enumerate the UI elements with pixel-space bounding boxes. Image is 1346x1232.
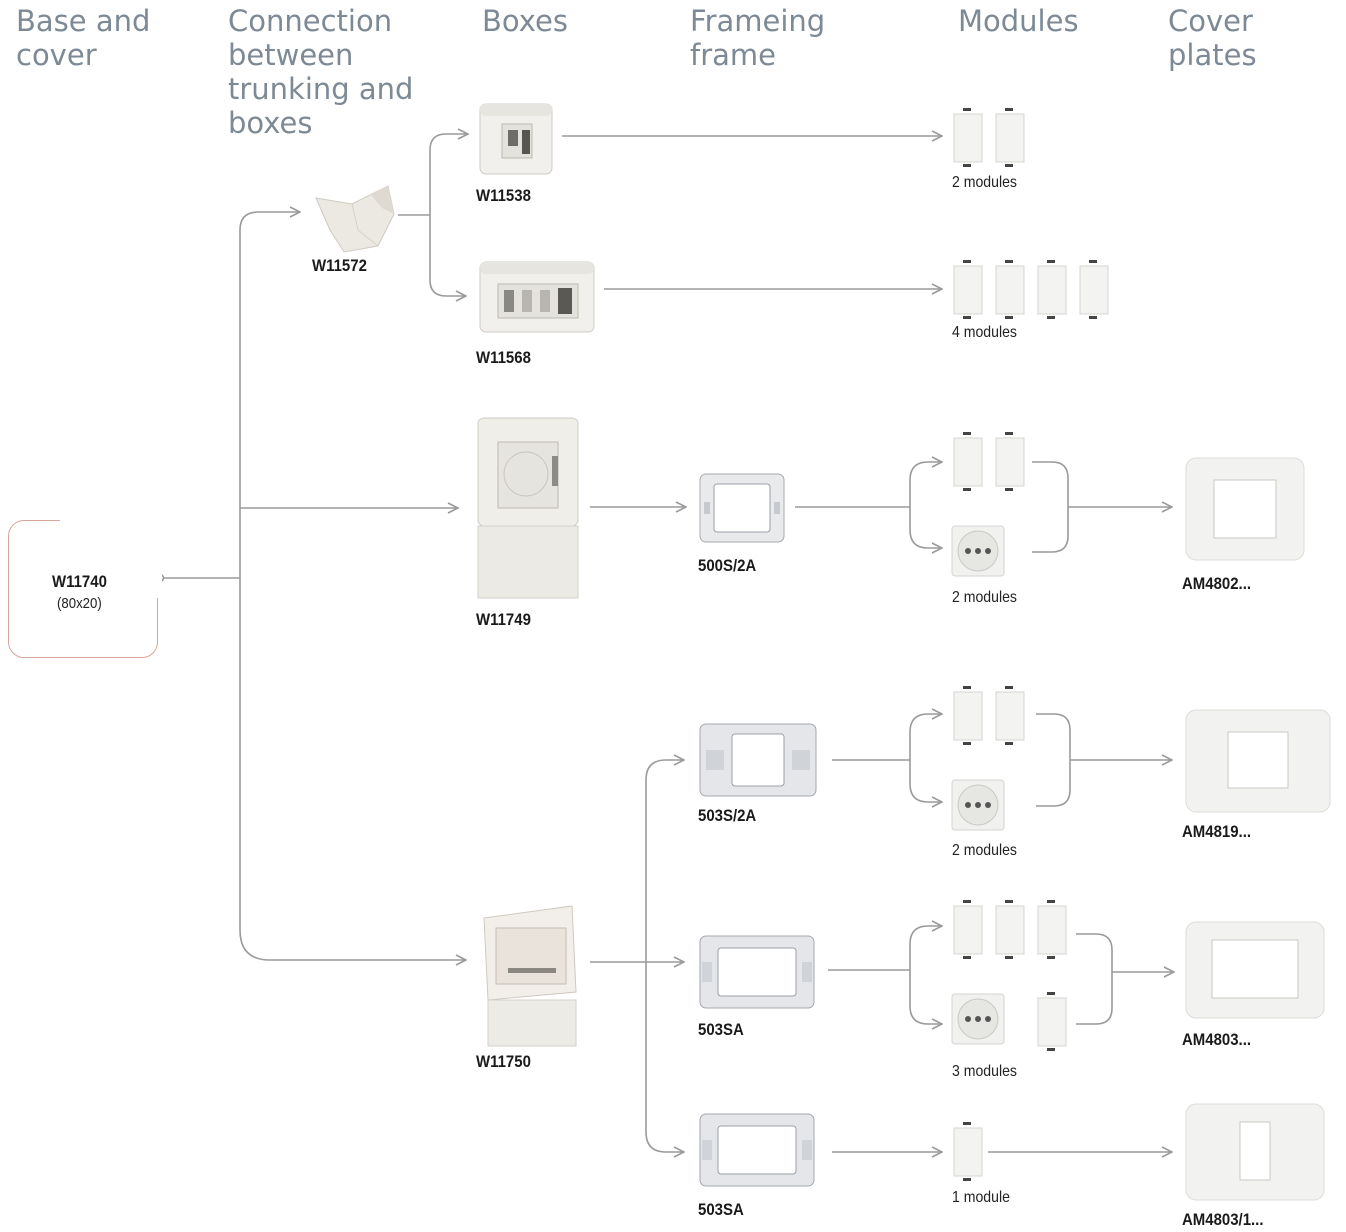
wire-to-w11572 <box>239 212 300 231</box>
wire-500s-bottom <box>909 480 942 548</box>
frame-503s2a-image <box>699 723 817 797</box>
w11538-box-image <box>479 103 553 175</box>
modules-label-5: 3 modules <box>952 1063 1017 1080</box>
wire-503s2a-top <box>909 714 942 733</box>
source-code: W11740 <box>52 572 107 591</box>
frame-500s2a-code: 500S/2A <box>698 556 757 575</box>
wire-to-w11538 <box>429 134 468 151</box>
frame-503s2a-code: 503S/2A <box>698 806 757 825</box>
plate-am4803-1-image <box>1185 1103 1325 1201</box>
modules-label-1: 2 modules <box>952 174 1017 191</box>
bracket-500s <box>1032 461 1069 553</box>
wire-503sa-bottom <box>909 944 942 1024</box>
w11572-code: W11572 <box>312 256 367 275</box>
w11538-code: W11538 <box>476 186 531 205</box>
frame-503sa-2-image <box>699 1113 815 1187</box>
bracket-503sa <box>1076 933 1113 1025</box>
wire-500s-top <box>909 462 942 481</box>
plate-am4819-image <box>1185 709 1331 813</box>
modules-503sa-image <box>951 900 1067 1051</box>
header-base-cover: Base and cover <box>16 4 151 72</box>
wire-w11750-503sa-2 <box>645 962 684 1152</box>
modules-500s-image <box>951 432 1025 577</box>
modules-4-image <box>953 260 1109 319</box>
wire-503s2a-bottom <box>909 732 942 802</box>
w11750-code: W11750 <box>476 1052 531 1071</box>
wire-503sa-top <box>909 926 942 945</box>
wire-to-w11750 <box>239 230 466 960</box>
plate-am4802-image <box>1185 457 1305 561</box>
source-dimensions: (80x20) <box>57 595 102 612</box>
header-connection: Connection between trunking and boxes <box>228 4 414 140</box>
plate-am4803-image <box>1185 921 1325 1019</box>
modules-label-6: 1 module <box>952 1189 1010 1206</box>
header-modules: Modules <box>958 4 1079 38</box>
bracket-503s2a <box>1036 713 1071 807</box>
modules-label-2: 4 modules <box>952 324 1017 341</box>
header-cover-plates: Cover plates <box>1168 4 1257 72</box>
wire-w11750-503s2a <box>645 760 684 962</box>
w11568-code: W11568 <box>476 348 531 367</box>
w11750-box-image <box>483 905 577 1047</box>
wire-to-w11568 <box>429 150 466 296</box>
frame-503sa-2-code: 503SA <box>698 1200 744 1219</box>
header-frame: Frameing frame <box>690 4 826 72</box>
frame-500s2a-image <box>699 473 785 543</box>
modules-label-3: 2 modules <box>952 589 1017 606</box>
frame-503sa-code: 503SA <box>698 1020 744 1039</box>
header-boxes: Boxes <box>482 4 568 38</box>
w11749-code: W11749 <box>476 610 531 629</box>
w11749-box-image <box>477 417 579 599</box>
frame-503sa-image <box>699 935 815 1009</box>
plate-am4802-code: AM4802... <box>1182 574 1252 593</box>
source-base-cover-box <box>8 520 158 658</box>
plate-am4803-code: AM4803... <box>1182 1030 1252 1049</box>
modules-label-4: 2 modules <box>952 842 1017 859</box>
plate-am4803-1-code: AM4803/1... <box>1182 1210 1264 1229</box>
modules-503s2a-image <box>951 686 1025 831</box>
plate-am4819-code: AM4819... <box>1182 822 1252 841</box>
modules-2-image <box>953 108 1025 167</box>
w11568-box-image <box>479 261 595 333</box>
w11572-connector-image <box>315 185 395 253</box>
modules-1-image <box>953 1122 983 1181</box>
